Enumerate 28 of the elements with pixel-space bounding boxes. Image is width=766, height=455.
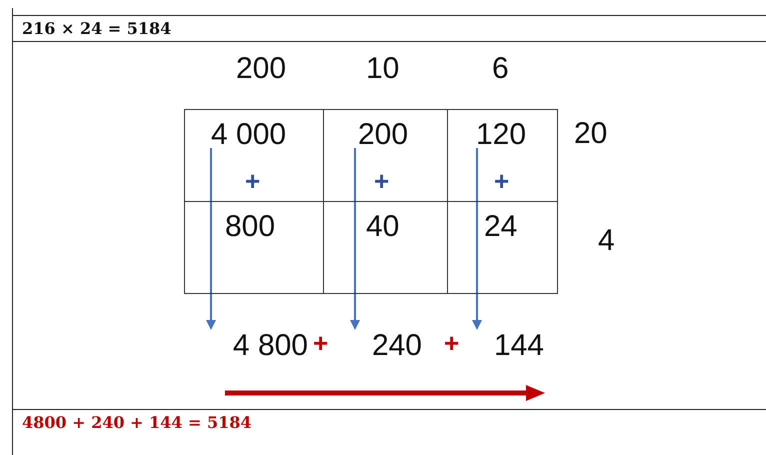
arrow	[206, 201, 216, 330]
partial-product: 24	[484, 212, 518, 242]
grid-cell	[447, 201, 558, 294]
partial-product: 40	[366, 212, 400, 242]
partial-product: 200	[358, 120, 408, 150]
place-value-label: 20	[574, 119, 608, 149]
plus-sign: +	[313, 330, 328, 356]
partial-product: 4 000	[211, 120, 286, 150]
partial-product: 800	[225, 212, 276, 242]
plus-sign: +	[444, 330, 460, 356]
column-sum: 4 800	[232, 331, 308, 361]
grid-cell	[184, 201, 324, 294]
place-value-label: 200	[236, 54, 286, 84]
grid-cell	[447, 109, 558, 202]
partial-product: 120	[476, 120, 526, 150]
equation-result: 4800 + 240 + 144 = 5184	[22, 413, 252, 432]
place-value-label: 4	[598, 226, 615, 256]
arrow	[350, 201, 360, 330]
arrow	[472, 201, 482, 330]
place-value-label: 10	[366, 54, 400, 84]
place-value-label: 6	[492, 54, 509, 84]
column-sum: 240	[372, 331, 422, 361]
column-sum: 144	[494, 331, 544, 361]
grid-cell	[184, 109, 324, 202]
equation-heading: 216 × 24 = 5184	[22, 19, 172, 38]
plus-sign: +	[245, 168, 260, 194]
plus-sign: +	[374, 168, 390, 194]
plus-sign: +	[494, 168, 510, 194]
